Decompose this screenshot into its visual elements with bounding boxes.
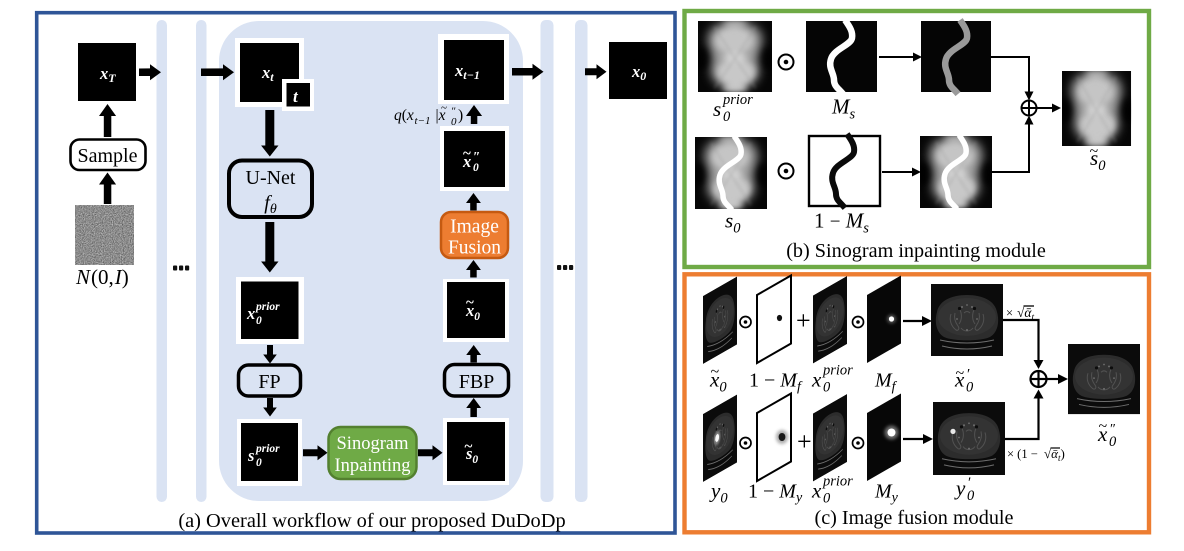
svg-text:0: 0 xyxy=(823,491,831,507)
svg-text:0: 0 xyxy=(823,380,831,396)
svg-text:× (1 −: × (1 − xyxy=(1007,447,1038,461)
svg-text:(a) Overall workflow of our pr: (a) Overall workflow of our proposed DuD… xyxy=(178,510,565,532)
svg-text:s: s xyxy=(247,446,254,465)
svg-text:Sinogram: Sinogram xyxy=(337,434,410,454)
svg-text:1 − Ms: 1 − Ms xyxy=(814,209,869,237)
svg-text:+: + xyxy=(796,306,811,335)
svg-text:0: 0 xyxy=(256,315,262,327)
svg-text:~: ~ xyxy=(463,146,471,162)
svg-text:″: ″ xyxy=(1110,422,1116,437)
svg-text:~: ~ xyxy=(711,364,720,381)
svg-text:|x: |x xyxy=(436,107,446,124)
svg-text:0: 0 xyxy=(723,109,731,125)
svg-text:~: ~ xyxy=(1099,418,1108,435)
svg-text:0: 0 xyxy=(451,116,457,128)
svg-text:): ) xyxy=(458,107,463,124)
svg-text:t−1: t−1 xyxy=(415,115,431,127)
svg-text:~: ~ xyxy=(441,102,447,114)
svg-text:~: ~ xyxy=(466,295,474,311)
svg-text:1 − Mf: 1 − Mf xyxy=(749,370,803,395)
svg-text:√ᾱt: √ᾱt xyxy=(1017,305,1035,323)
svg-text:prior: prior xyxy=(822,363,853,379)
svg-text:Image: Image xyxy=(450,217,499,238)
svg-text:0: 0 xyxy=(966,380,974,396)
svg-text:prior: prior xyxy=(255,301,280,313)
svg-text:x: x xyxy=(246,304,255,323)
svg-text:Fusion: Fusion xyxy=(448,238,501,259)
svg-text:Sample: Sample xyxy=(78,145,138,167)
svg-text:FP: FP xyxy=(258,371,280,393)
svg-text:U-Net: U-Net xyxy=(246,167,296,189)
svg-text:√ᾱt): √ᾱt) xyxy=(1044,446,1065,463)
svg-text:prior: prior xyxy=(255,443,280,455)
svg-text:″: ″ xyxy=(452,106,457,118)
svg-text:t: t xyxy=(293,87,299,106)
svg-text:q(x: q(x xyxy=(394,107,414,124)
svg-text:0: 0 xyxy=(1109,434,1117,450)
svg-text:″: ″ xyxy=(473,149,480,164)
svg-text:~: ~ xyxy=(956,365,965,382)
svg-text:0: 0 xyxy=(256,457,262,469)
svg-text:×: × xyxy=(1006,306,1013,320)
svg-text:x: x xyxy=(954,368,965,392)
svg-text:1 − My: 1 − My xyxy=(748,481,803,506)
svg-text:′: ′ xyxy=(967,367,970,383)
svg-text:x: x xyxy=(811,479,822,503)
svg-text:N(0,I): N(0,I) xyxy=(75,265,129,289)
svg-text:(c) Image fusion module: (c) Image fusion module xyxy=(814,507,1013,529)
svg-text:s: s xyxy=(713,97,721,121)
svg-text:Inpainting: Inpainting xyxy=(334,456,410,476)
svg-text:x: x xyxy=(1097,422,1108,446)
svg-text:prior: prior xyxy=(722,92,753,108)
svg-text:x: x xyxy=(462,152,471,171)
svg-text:y: y xyxy=(954,476,966,500)
svg-text:+: + xyxy=(797,427,812,456)
svg-text:FBP: FBP xyxy=(459,371,495,393)
svg-text:x: x xyxy=(811,368,822,392)
svg-text:0: 0 xyxy=(967,488,975,504)
svg-text:(b) Sinogram inpainting module: (b) Sinogram inpainting module xyxy=(786,240,1046,262)
svg-text:~: ~ xyxy=(465,439,473,455)
svg-text:′: ′ xyxy=(968,475,971,491)
svg-text:~: ~ xyxy=(1090,143,1099,160)
svg-text:prior: prior xyxy=(822,474,853,490)
svg-text:0: 0 xyxy=(473,162,479,174)
